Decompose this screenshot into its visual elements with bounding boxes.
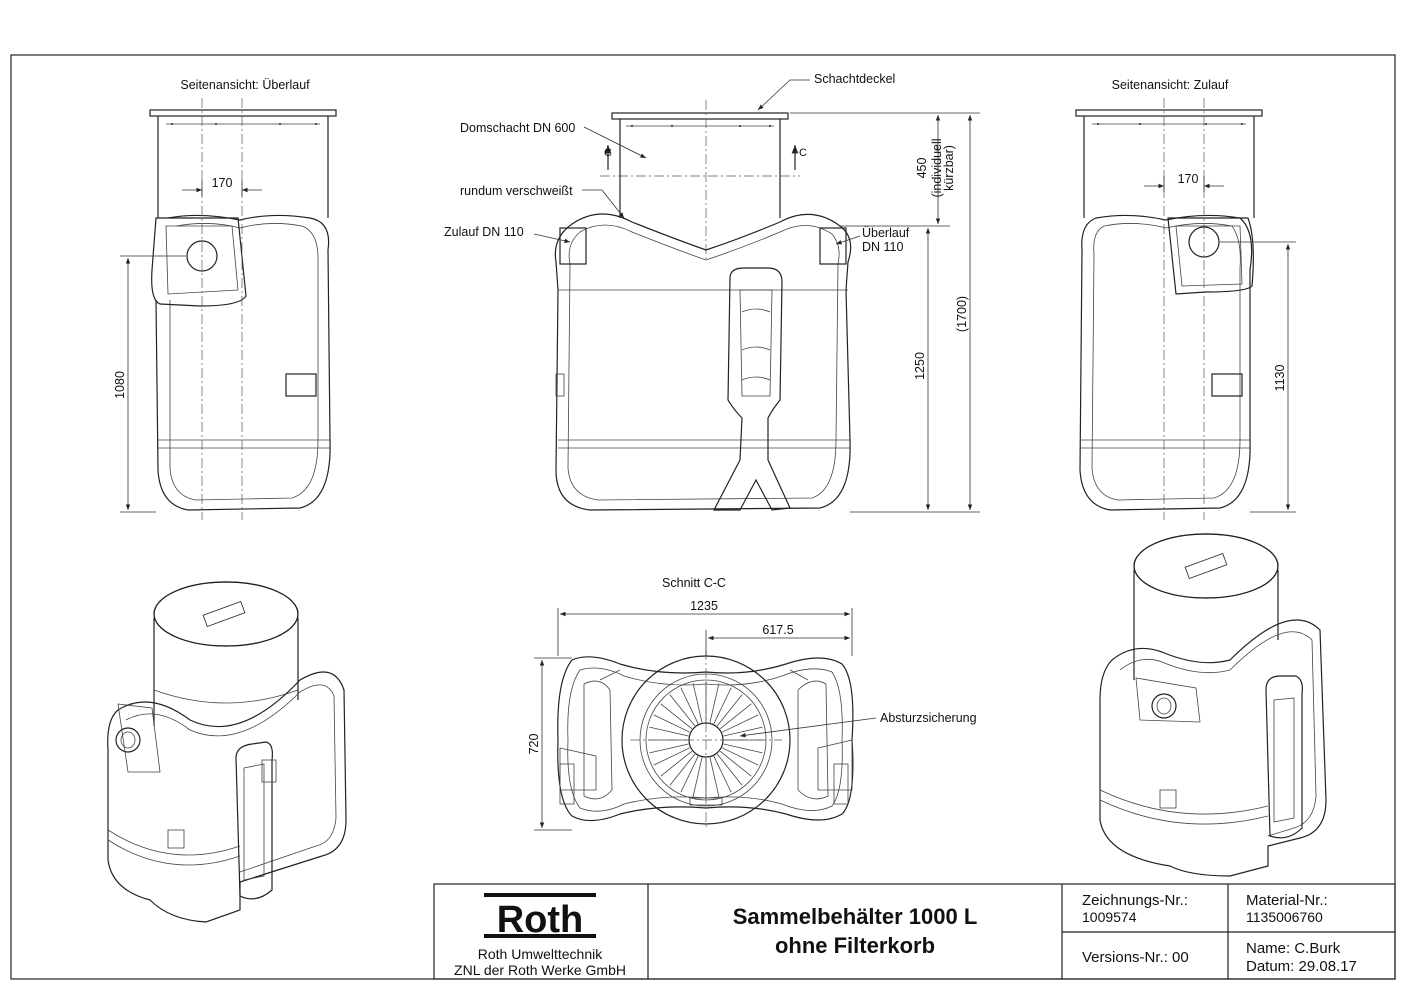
sheet-border [10, 54, 1396, 980]
section-title: Schnitt C-C [662, 576, 726, 590]
front-view: C C 450 (individuell kürzbar) 1250 (1700… [444, 72, 980, 513]
dim-front-1250: 1250 [913, 352, 927, 380]
grate-spoke [719, 750, 752, 777]
grate-spoke [680, 687, 699, 724]
grate-spoke [692, 683, 703, 723]
section-marker-left: C [604, 147, 612, 159]
grate-spoke [713, 756, 732, 793]
company-name: Roth Umwelttechnik [478, 946, 603, 962]
grate-spoke [692, 757, 703, 797]
grate-spoke [660, 703, 693, 730]
grate-spoke [649, 726, 689, 737]
view-title-ueberlauf: Seitenansicht: Überlauf [180, 78, 310, 92]
grate-spoke [713, 687, 732, 724]
grate-spoke [669, 694, 696, 727]
grate-spoke [709, 757, 720, 797]
grate-spoke [723, 726, 763, 737]
dim-left-1080: 1080 [113, 371, 127, 399]
grate-spoke [669, 753, 696, 786]
grate-spoke [680, 756, 699, 793]
dim-front-individuell: (individuell [930, 138, 944, 197]
dim-left-170: 170 [212, 176, 233, 190]
dim-front-450: 450 [915, 158, 929, 179]
side-view-zulauf: Seitenansicht: Zulauf 170 1130 [1075, 78, 1296, 520]
title-block: Roth Roth Umwelttechnik ZNL der Roth Wer… [433, 883, 1396, 980]
label-domschacht: Domschacht DN 600 [460, 121, 575, 135]
side-view-ueberlauf: Seitenansicht: Überlauf 170 1080 [113, 78, 337, 520]
roth-logo: Roth [497, 899, 584, 941]
drawing-subtitle: ohne Filterkorb [775, 933, 935, 958]
label-verschweisst: rundum verschweißt [460, 184, 573, 198]
view-title-zulauf: Seitenansicht: Zulauf [1112, 78, 1229, 92]
grate-spoke [716, 694, 743, 727]
grate-spoke [649, 743, 689, 754]
grate-spoke [722, 714, 759, 733]
label-ueberlauf-dn: DN 110 [862, 240, 904, 254]
drawing-number: 1009574 [1082, 909, 1137, 925]
section-view-cc: Schnitt C-C 1235 617.5 720 Absturzsicher… [527, 576, 977, 831]
grate-spoke [719, 703, 752, 730]
grate-spoke [723, 743, 763, 754]
dim-right-170: 170 [1178, 172, 1199, 186]
version-number: Versions-Nr.: 00 [1082, 949, 1189, 966]
dim-section-617: 617.5 [762, 623, 793, 637]
author-name: Name: C.Burk [1246, 940, 1341, 957]
company-branch: ZNL der Roth Werke GmbH [454, 962, 626, 978]
dim-front-1700: (1700) [955, 296, 969, 332]
label-ueberlauf: Überlauf [862, 226, 910, 240]
dim-front-kuerzbar: kürzbar) [942, 145, 956, 191]
grate-spoke [653, 714, 690, 733]
grate-spoke [653, 747, 690, 766]
drawing-number-label: Zeichnungs-Nr.: [1082, 892, 1188, 909]
label-zulauf: Zulauf DN 110 [444, 225, 524, 239]
section-marker-right: C [799, 147, 807, 159]
iso-view-left [107, 581, 347, 923]
dim-section-1235: 1235 [690, 599, 718, 613]
material-number-label: Material-Nr.: [1246, 892, 1328, 909]
label-schachtdeckel: Schachtdeckel [814, 72, 895, 86]
grate-spoke [660, 750, 693, 777]
label-absturzsicherung: Absturzsicherung [880, 711, 977, 725]
drawing-title: Sammelbehälter 1000 L [733, 904, 978, 929]
grate-spoke [709, 683, 720, 723]
dim-section-720: 720 [527, 734, 541, 755]
grate-spoke [716, 753, 743, 786]
drawing-date: Datum: 29.08.17 [1246, 958, 1357, 975]
grate-spoke [722, 747, 759, 766]
dim-right-1130: 1130 [1273, 365, 1287, 392]
iso-view-right [1099, 533, 1327, 877]
material-number: 1135006760 [1246, 909, 1323, 925]
